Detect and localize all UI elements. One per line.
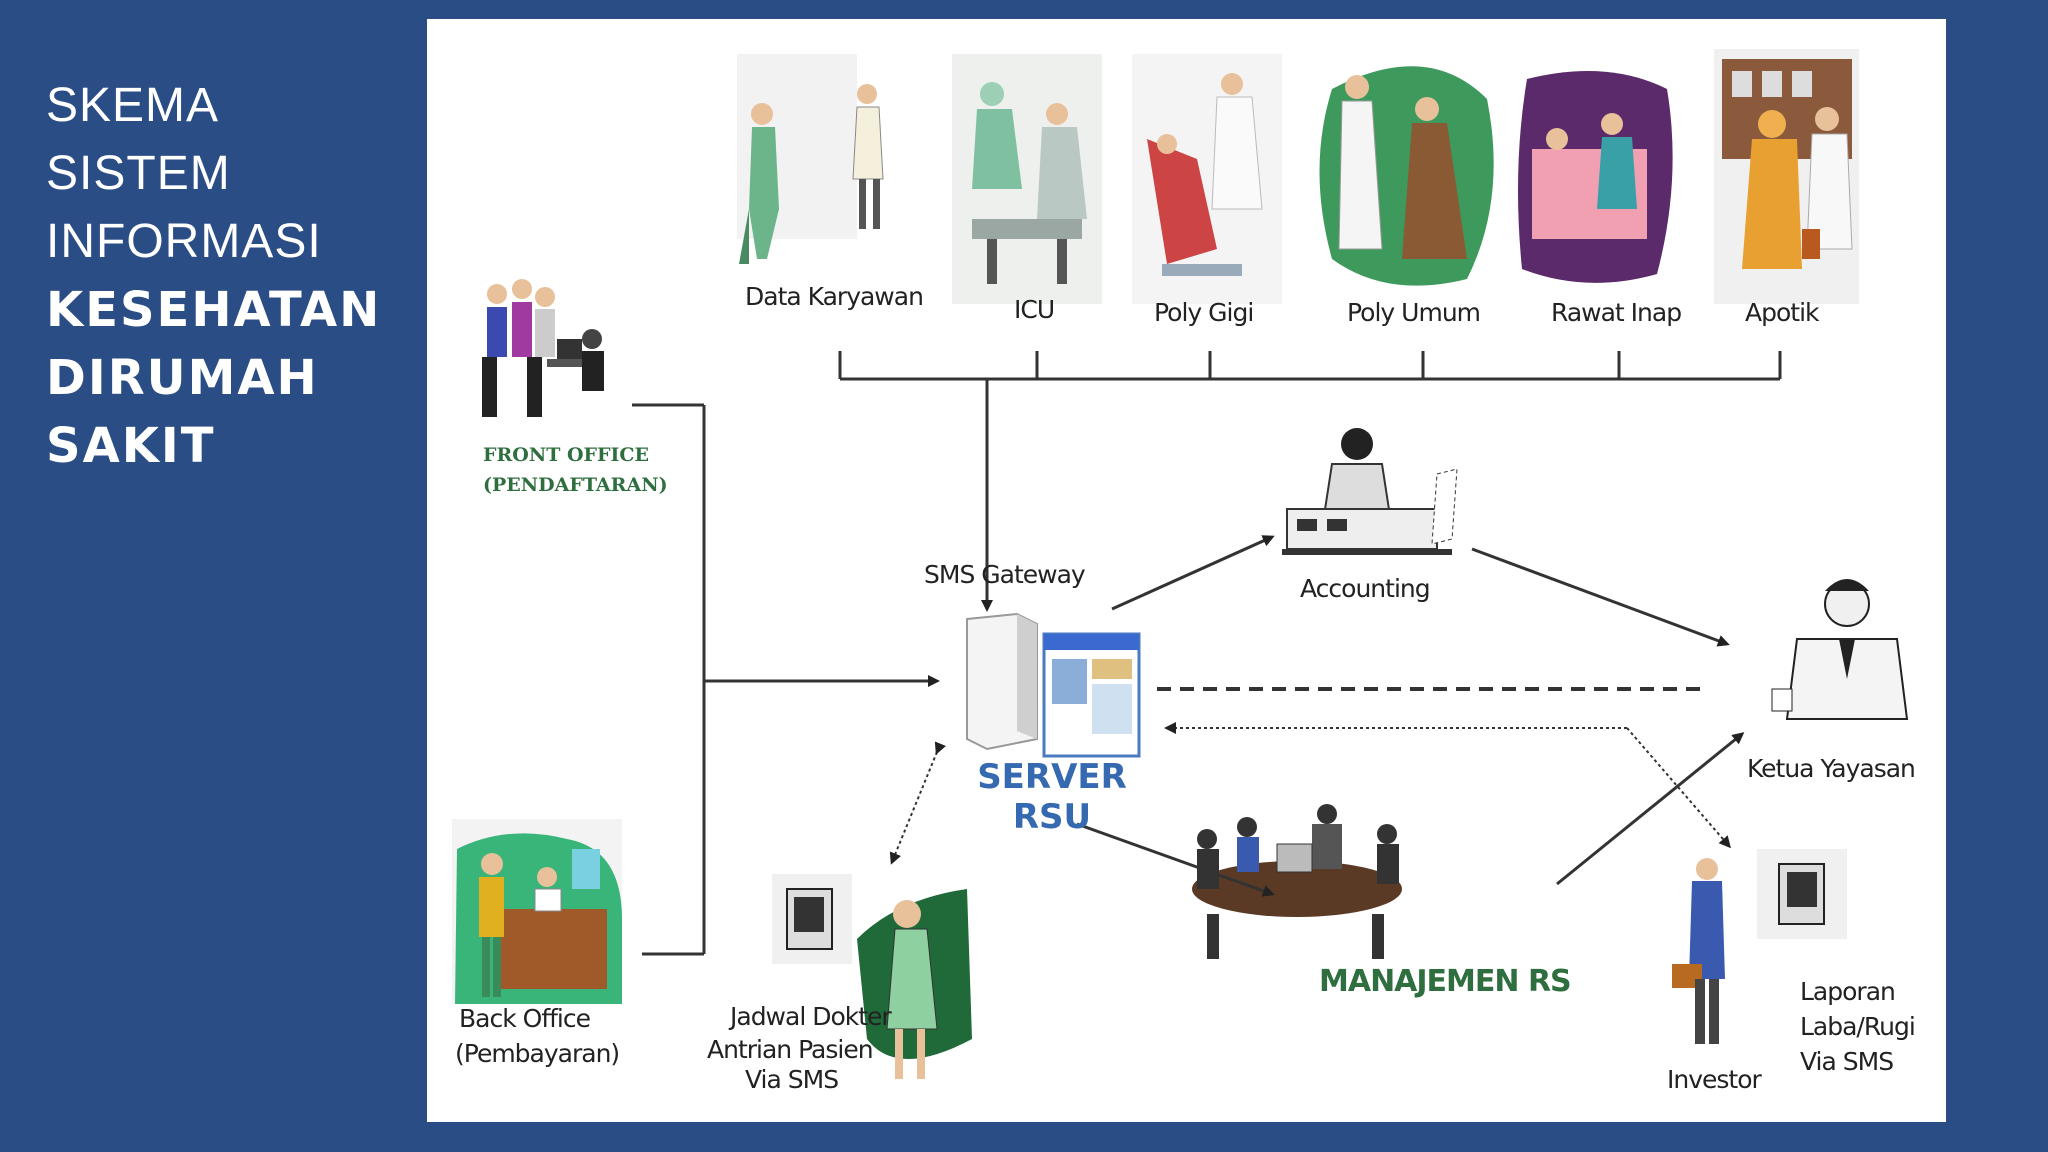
label-icu: ICU — [1014, 295, 1055, 324]
label-apotik: Apotik — [1745, 298, 1819, 327]
accounting-to-ketua-arrow — [1471, 547, 1730, 647]
label-laporan-line3: Via SMS — [1800, 1047, 1894, 1076]
data-karyawan-illustration — [737, 54, 884, 264]
label-server-line1: SERVER — [977, 757, 1127, 797]
title-line-kesehatan: KESEHATAN — [46, 282, 382, 338]
back-office-illustration — [452, 819, 622, 1004]
label-laporan-line2: Laba/Rugi — [1800, 1012, 1916, 1041]
server-illustration — [966, 612, 1141, 758]
label-server-line2: RSU — [1012, 797, 1092, 837]
jadwal-sms-illustration — [772, 874, 972, 1079]
diagram-panel: Data Karyawan ICU Poly Gigi Poly Umum Ra… — [427, 19, 1946, 1122]
label-data-karyawan: Data Karyawan — [745, 282, 924, 311]
label-manajemen-rs: MANAJEMEN RS — [1319, 964, 1572, 999]
diagram-canvas — [452, 49, 1909, 1079]
ketua-yayasan-illustration — [1771, 579, 1909, 720]
label-back-office-sub: (Pembayaran) — [455, 1039, 620, 1068]
label-server: SERVER RSU — [962, 757, 1142, 837]
title-line-informasi: INFORMASI — [46, 215, 322, 268]
investor-illustration — [1672, 858, 1725, 1044]
label-jadwal-line2: Antrian Pasien — [707, 1035, 874, 1064]
server-sms-dotted-line — [889, 741, 946, 865]
label-jadwal-line3: Via SMS — [745, 1065, 839, 1094]
label-poly-umum: Poly Umum — [1347, 298, 1481, 327]
dotted-to-investor-arrow — [1626, 727, 1731, 849]
accounting-illustration — [1282, 428, 1458, 555]
label-jadwal-line1: Jadwal Dokter — [730, 1002, 892, 1031]
label-back-office: Back Office — [459, 1004, 591, 1033]
label-accounting: Accounting — [1300, 574, 1431, 603]
slide-title: SKEMA SISTEM INFORMASI KESEHATAN DIRUMAH… — [46, 72, 406, 480]
rawat-inap-illustration — [1518, 71, 1673, 283]
label-poly-gigi: Poly Gigi — [1154, 298, 1254, 327]
label-sms-gateway: SMS Gateway — [924, 560, 1086, 589]
label-rawat-inap: Rawat Inap — [1551, 298, 1682, 327]
front-office-illustration — [482, 279, 604, 417]
title-line-skema: SKEMA — [46, 79, 220, 132]
label-front-office: FRONT OFFICE — [483, 444, 649, 466]
server-to-accounting-arrow — [1111, 535, 1275, 611]
poly-gigi-illustration — [1132, 54, 1282, 304]
manajemen-to-ketua-arrow — [1556, 732, 1745, 886]
laporan-sms-illustration — [1757, 849, 1847, 939]
label-front-office-sub: (PENDAFTARAN) — [483, 474, 668, 496]
label-ketua-yayasan: Ketua Yayasan — [1747, 754, 1916, 783]
label-investor: Investor — [1667, 1065, 1762, 1094]
apotik-illustration — [1714, 49, 1859, 304]
label-laporan-line1: Laporan — [1800, 977, 1896, 1006]
title-line-sistem: SISTEM — [46, 147, 231, 200]
title-line-sakit: SAKIT — [46, 418, 216, 474]
poly-umum-illustration — [1319, 66, 1494, 286]
server-to-manajemen-arrow — [1076, 822, 1275, 897]
icu-illustration — [952, 54, 1102, 304]
title-line-dirumah: DIRUMAH — [46, 350, 319, 406]
department-bus — [838, 351, 1782, 381]
manajemen-rs-illustration — [1192, 804, 1402, 959]
